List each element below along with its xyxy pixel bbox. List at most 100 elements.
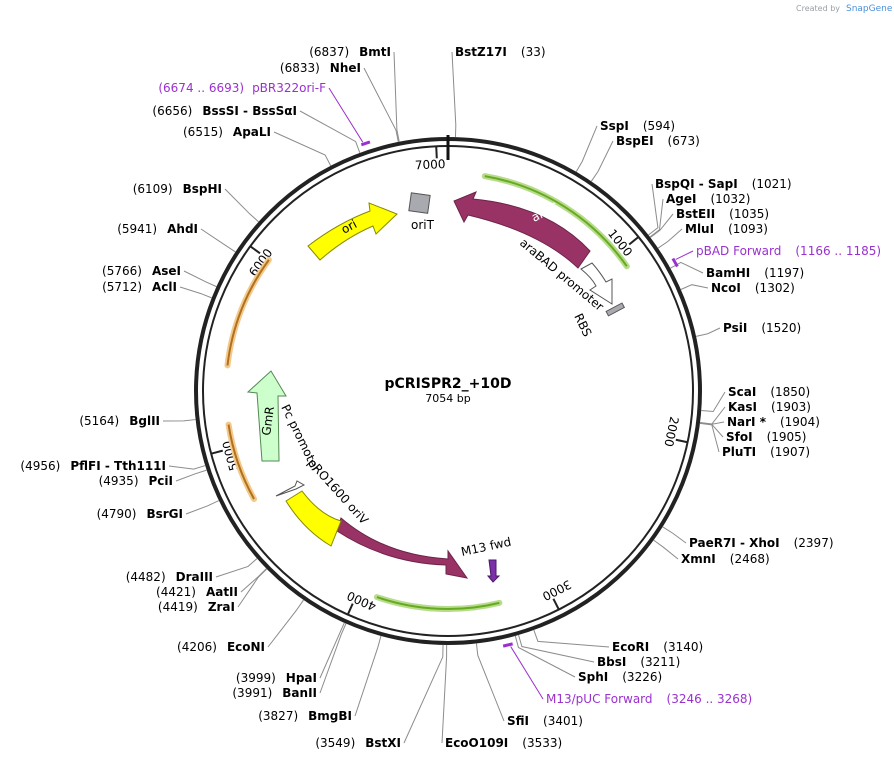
site-position: (3549) [315,736,355,750]
site-position: (673) [668,134,700,148]
feature-rbs-box [605,302,626,317]
site-name: NarI * [727,415,767,429]
site-name: BspHI [183,182,222,196]
site-leader-line [237,568,268,608]
site-name: AatII [206,585,238,599]
site-leader-line [670,261,704,274]
site-leader-lines [162,51,726,744]
feature-orit-box [408,192,431,214]
site-leader-line [299,110,361,153]
site-name: BmgBI [308,709,352,723]
site-leader-line [363,67,399,143]
site-position: (1520) [761,321,801,335]
site-leader-line [475,643,505,722]
site-position: (2468) [730,552,770,566]
site-name: AclI [152,280,177,294]
feature-gmr-arrow [246,370,287,462]
site-position: (1903) [771,400,811,414]
site-leader-line [224,188,259,223]
site-leader-line [695,327,721,337]
site-name: PflFI - Tth111I [70,459,166,473]
site-name: PciI [149,474,174,488]
site-position: (3140) [663,640,703,654]
feature-ori-arrow [307,202,398,261]
site-name: SspI [600,119,629,133]
orf-arc-orange-upper [224,256,272,369]
orf-arc-rep-core [376,596,500,610]
credit-created-by: Created by [796,4,840,13]
site-name: BmtI [359,45,391,59]
orf-arc-orange-upper-core [226,259,270,366]
site-position: (5712) [102,280,142,294]
tick-label: 2000 [661,415,681,448]
feature-arac-arrow [453,191,591,269]
feature-gmr-label: GmR [259,405,277,436]
site-leader-line [699,406,726,425]
site-position: (1021) [752,177,792,191]
site-position: (594) [643,119,675,133]
site-leader-line [179,286,212,299]
site-leader-line [653,539,679,560]
orf-arc-orange-lower-core [227,424,255,500]
feature-arabad-promoter-arrow [580,262,613,305]
feature-m13-fwd-label: M13 fwd [460,535,513,559]
primer-name: pBR322ori-F [252,81,326,95]
site-name: EcoNI [227,640,265,654]
site-position: (3991) [232,686,272,700]
site-leader-line [701,391,726,412]
site-position: (1093) [728,222,768,236]
site-name: SfoI [726,430,753,444]
tick-mark [210,449,224,455]
site-name: XmnI [681,552,716,566]
site-name: PsiI [723,321,747,335]
site-name: BstXI [365,736,401,750]
primer-name: M13/pUC Forward [546,692,653,706]
site-position: (6656) [152,104,192,118]
site-position: (3827) [258,709,298,723]
orf-arcs [224,173,630,612]
tick-mark [552,598,560,610]
feature-pro1600-rep-arrow [336,517,469,579]
site-position: (1850) [770,385,810,399]
site-name: KasI [728,400,757,414]
feature-orit-label: oriT [411,218,435,232]
site-position: (1907) [770,445,810,459]
site-position: (1197) [764,266,804,280]
site-position: (1302) [755,281,795,295]
site-position: (4421) [156,585,196,599]
site-position: (4206) [177,640,217,654]
site-name: BglII [129,414,160,428]
site-leader-line [533,629,610,648]
site-leader-line [393,51,400,142]
site-position: (4790) [97,507,137,521]
site-leader-line [648,183,659,236]
site-position: (1035) [729,207,769,221]
tick-mark [628,236,640,246]
site-position: (3226) [622,670,662,684]
tick-mark [675,438,688,444]
snapgene-credit: Created by SnapGene [796,4,893,14]
site-position: (5766) [102,264,142,278]
site-name: SfiI [507,714,529,728]
site-leader-line [168,465,206,470]
site-leader-line [680,284,709,290]
site-name: BstEII [676,207,715,221]
primer-marks: pBAD Forward(1166 .. 1185)M13/pUC Forwar… [158,81,881,706]
site-leader-line [175,469,207,482]
site-position: (3999) [236,671,276,685]
primer-mark [671,257,679,268]
site-position: (3211) [640,655,680,669]
site-leader-line [518,634,595,663]
site-leader-line [451,51,457,138]
site-leader-line [354,635,382,717]
plasmid-name: pCRISPR2_+10D [385,376,512,392]
site-name: ScaI [728,385,756,399]
feature-pc-promoter-arrow [275,480,306,497]
site-leader-line [267,599,304,648]
tick-mark [249,245,261,255]
site-name: PaeR7I - XhoI [689,536,780,550]
site-leader-line [662,526,687,544]
primer-leader-line [510,646,544,700]
site-name: EcoO109I [445,736,508,750]
